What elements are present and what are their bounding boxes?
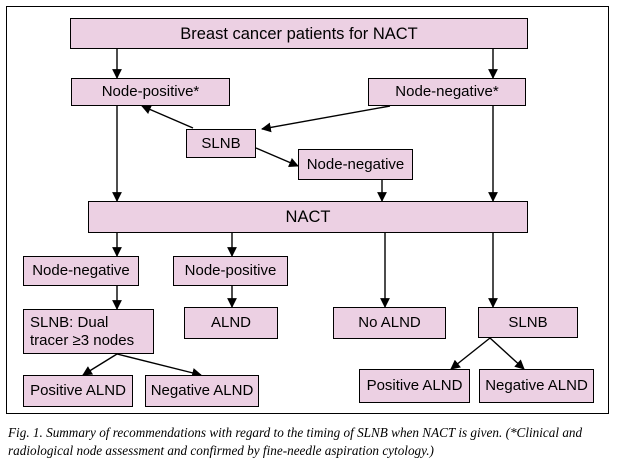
slnb-dual-tracer-label: SLNB: Dual tracer ≥3 nodes [30, 313, 135, 349]
node-negative-after-slnb-box: Node-negative [298, 149, 413, 180]
positive-alnd-left-box: Positive ALND [23, 375, 133, 407]
arrow-node-negative-to-slnb [261, 105, 391, 133]
figure-caption: Fig. 1. Summary of recommendations with … [8, 425, 583, 458]
positive-alnd-right-box: Positive ALND [359, 369, 470, 403]
node-positive-post-box: Node-positive [173, 256, 288, 286]
negative-alnd-left-box: Negative ALND [145, 375, 259, 407]
slnb-dual-tracer-box: SLNB: Dual tracer ≥3 nodes [23, 309, 154, 354]
negative-alnd-right-box: Negative ALND [479, 369, 594, 403]
arrow-slnb-dual-to-negative [116, 353, 202, 378]
slnb-pre-box: SLNB [186, 129, 256, 158]
arrow-slnb-to-negative-right [489, 337, 525, 370]
alnd-box: ALND [184, 307, 278, 339]
breast-cancer-nact-box: Breast cancer patients for NACT [70, 18, 528, 49]
arrow-slnb-to-node-positive [141, 104, 194, 129]
no-alnd-box: No ALND [333, 307, 446, 339]
node-negative-initial-box: Node-negative* [368, 78, 526, 106]
arrow-slnb-dual-to-positive [82, 353, 118, 376]
nact-box: NACT [88, 201, 528, 233]
node-negative-post-box: Node-negative [23, 256, 139, 286]
arrow-slnb-to-positive-right [450, 337, 491, 370]
node-positive-initial-box: Node-positive* [71, 78, 230, 106]
arrow-slnb-to-node-negative-mid [255, 147, 299, 168]
slnb-post-box: SLNB [478, 307, 578, 338]
